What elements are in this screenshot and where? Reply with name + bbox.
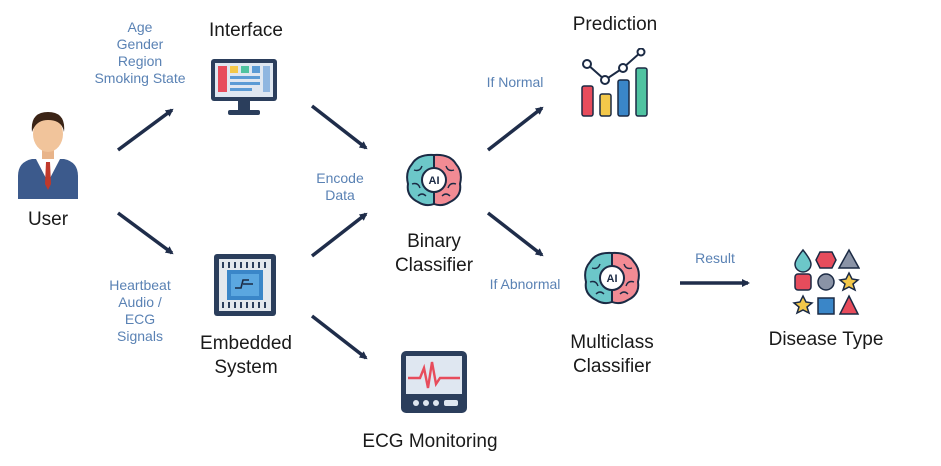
- if-abnormal-edge-label: If Abnormal: [489, 276, 561, 292]
- embedded-system-label: Embedded System: [200, 333, 292, 378]
- microchip-icon: [214, 254, 276, 316]
- user-label: User: [27, 209, 69, 230]
- ai-brain-icon: AI: [584, 251, 640, 305]
- prediction-label: Prediction: [572, 14, 658, 35]
- interface-label: Interface: [209, 20, 283, 41]
- user-embedded-edge-label: Heartbeat Audio / ECG Signals: [109, 277, 171, 344]
- arrow-user-interface: [116, 108, 174, 152]
- monitor-dashboard-icon: [211, 59, 277, 115]
- user-avatar-icon: [18, 112, 78, 199]
- encode-data-edge-label: Encode Data: [316, 170, 364, 203]
- bar-chart-icon: [581, 48, 648, 117]
- shapes-icon: [792, 248, 860, 315]
- arrow-binary-multiclass: [486, 211, 544, 257]
- ai-badge-text: AI: [607, 273, 618, 285]
- multiclass-classifier-label: Multiclass Classifier: [570, 332, 654, 377]
- ecg-monitor-icon: [401, 351, 467, 413]
- binary-classifier-label: Binary Classifier: [394, 231, 474, 276]
- arrow-embedded-ecg: [310, 314, 368, 360]
- ai-brain-icon: AI: [406, 153, 462, 207]
- ecg-monitoring-label: ECG Monitoring: [362, 431, 498, 452]
- arrow-user-embedded: [116, 211, 174, 255]
- if-normal-edge-label: If Normal: [486, 74, 544, 90]
- disease-type-label: Disease Type: [768, 329, 884, 350]
- ai-badge-text: AI: [429, 175, 440, 187]
- arrow-binary-prediction: [486, 106, 544, 152]
- arrow-embedded-binary: [310, 212, 368, 258]
- user-interface-edge-label: Age Gender Region Smoking State: [94, 19, 186, 86]
- result-edge-label: Result: [695, 250, 735, 266]
- arrow-interface-binary: [310, 104, 368, 150]
